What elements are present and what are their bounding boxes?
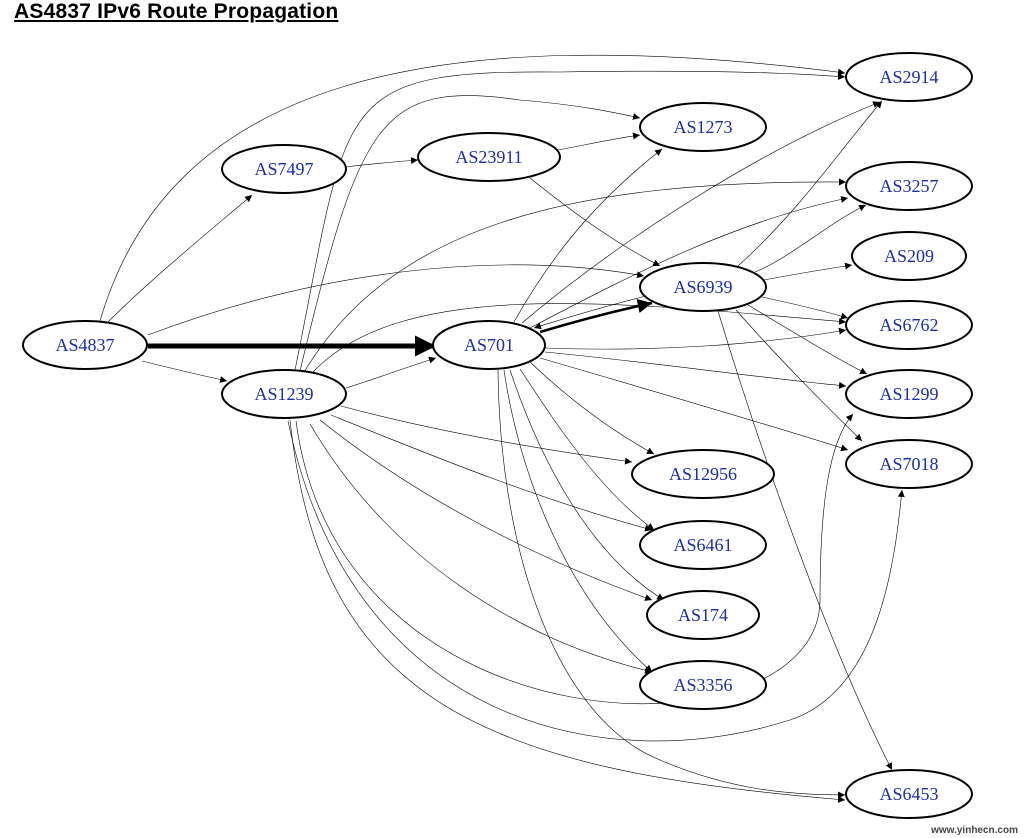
edge-as701-to-as1273 xyxy=(513,148,663,323)
node-as3356: AS3356 xyxy=(639,660,767,710)
edge-as1239-to-as174 xyxy=(319,419,653,601)
node-label: AS2914 xyxy=(879,67,938,87)
node-ellipse xyxy=(845,439,973,489)
node-label: AS23911 xyxy=(455,147,522,167)
edge-as701-to-as6762 xyxy=(544,327,847,350)
edge-as6939-to-as701 xyxy=(533,295,647,330)
edge-as4837-to-as7497 xyxy=(107,194,253,323)
node-as12956: AS12956 xyxy=(631,449,775,499)
edge-as701-to-as174 xyxy=(509,369,665,601)
node-ellipse xyxy=(851,231,967,281)
node-label: AS3257 xyxy=(879,176,938,196)
edge-as6939-to-as3257 xyxy=(754,204,867,273)
node-label: AS1239 xyxy=(254,384,313,404)
edge-as6939-to-as209 xyxy=(763,262,853,281)
node-label: AS7497 xyxy=(254,159,313,179)
node-label: AS4837 xyxy=(55,335,114,355)
node-label: AS1273 xyxy=(673,117,732,137)
node-ellipse xyxy=(639,520,767,570)
node-label: AS6461 xyxy=(673,535,732,555)
node-ellipse xyxy=(845,300,973,350)
edge-as701-to-as1299 xyxy=(544,351,847,389)
edge-as701-to-as2914 xyxy=(521,101,881,324)
node-as1299: AS1299 xyxy=(845,369,973,419)
node-ellipse xyxy=(639,102,767,152)
edge-as6939-to-as6453 xyxy=(717,310,893,771)
edge-as7497-to-as23911 xyxy=(345,157,419,168)
edge-as701-to-as3257 xyxy=(529,195,849,329)
node-as174: AS174 xyxy=(646,590,760,640)
edge-as701-to-as6461 xyxy=(519,368,655,531)
node-ellipse xyxy=(639,660,767,710)
node-label: AS6453 xyxy=(879,784,938,804)
node-as2914: AS2914 xyxy=(845,52,973,102)
edge-as1239-to-as6453 xyxy=(289,419,846,803)
edge-as701-to-as6939 xyxy=(539,299,653,334)
node-as209: AS209 xyxy=(851,231,967,281)
node-as4837: AS4837 xyxy=(22,320,148,370)
node-ellipse xyxy=(845,52,973,102)
node-ellipse xyxy=(845,369,973,419)
edge-as1239-to-as3257 xyxy=(303,178,847,373)
edge-as1239-to-as701 xyxy=(345,356,437,389)
edge-as1239-to-as1299 xyxy=(295,413,854,705)
edge-as1239-to-as3356 xyxy=(309,423,653,674)
node-as7497: AS7497 xyxy=(221,144,347,194)
watermark: www.yinhecn.com xyxy=(931,825,1018,836)
edge-as23911-to-as1273 xyxy=(557,132,641,151)
node-as6461: AS6461 xyxy=(639,520,767,570)
edge-as4837-to-as6939 xyxy=(147,264,645,336)
node-as6762: AS6762 xyxy=(845,300,973,350)
node-ellipse xyxy=(646,590,760,640)
node-label: AS209 xyxy=(884,246,934,266)
node-label: AS6939 xyxy=(673,277,732,297)
edge-as1239-to-as6461 xyxy=(330,414,653,532)
node-label: AS701 xyxy=(464,335,514,355)
edge-as1239-to-as2914 xyxy=(294,70,846,371)
node-ellipse xyxy=(417,132,561,182)
page-title: AS4837 IPv6 Route Propagation xyxy=(14,0,339,23)
edge-as6939-to-as6762 xyxy=(761,296,849,320)
node-ellipse xyxy=(631,449,775,499)
node-label: AS174 xyxy=(678,605,728,625)
node-as1273: AS1273 xyxy=(639,102,767,152)
node-as6453: AS6453 xyxy=(845,769,973,819)
node-as701: AS701 xyxy=(432,320,546,370)
node-ellipse xyxy=(432,320,546,370)
node-label: AS7018 xyxy=(879,454,938,474)
node-ellipse xyxy=(639,262,767,312)
node-ellipse xyxy=(221,144,347,194)
edge-as6939-to-as7018 xyxy=(735,309,863,442)
edge-as4837-to-as2914 xyxy=(99,54,846,322)
edge-as23911-to-as6939 xyxy=(529,177,661,267)
node-ellipse xyxy=(221,369,347,419)
edge-as1239-to-as1273 xyxy=(299,95,641,372)
edge-as4837-to-as1239 xyxy=(141,360,228,383)
node-ellipse xyxy=(22,320,148,370)
edge-as1239-to-as7018 xyxy=(287,420,905,742)
edge-as6939-to-as2914 xyxy=(737,100,883,267)
edge-as701-to-as12956 xyxy=(529,361,655,455)
node-label: AS1299 xyxy=(879,384,938,404)
node-label: AS6762 xyxy=(879,315,938,335)
node-as3257: AS3257 xyxy=(845,161,973,211)
edge-as6939-to-as1299 xyxy=(747,304,868,375)
edge-as1239-to-as6762 xyxy=(311,303,847,374)
edge-as701-to-as3356 xyxy=(503,369,653,673)
edge-as1239-to-as12956 xyxy=(340,405,633,465)
edge-as701-to-as6453 xyxy=(497,369,846,799)
node-as23911: AS23911 xyxy=(417,132,561,182)
node-label: AS3356 xyxy=(673,675,732,695)
node-label: AS12956 xyxy=(669,464,737,484)
node-ellipse xyxy=(845,769,973,819)
node-ellipse xyxy=(845,161,973,211)
edge-as701-to-as7018 xyxy=(539,357,849,452)
node-as6939: AS6939 xyxy=(639,262,767,312)
node-as1239: AS1239 xyxy=(221,369,347,419)
node-as7018: AS7018 xyxy=(845,439,973,489)
